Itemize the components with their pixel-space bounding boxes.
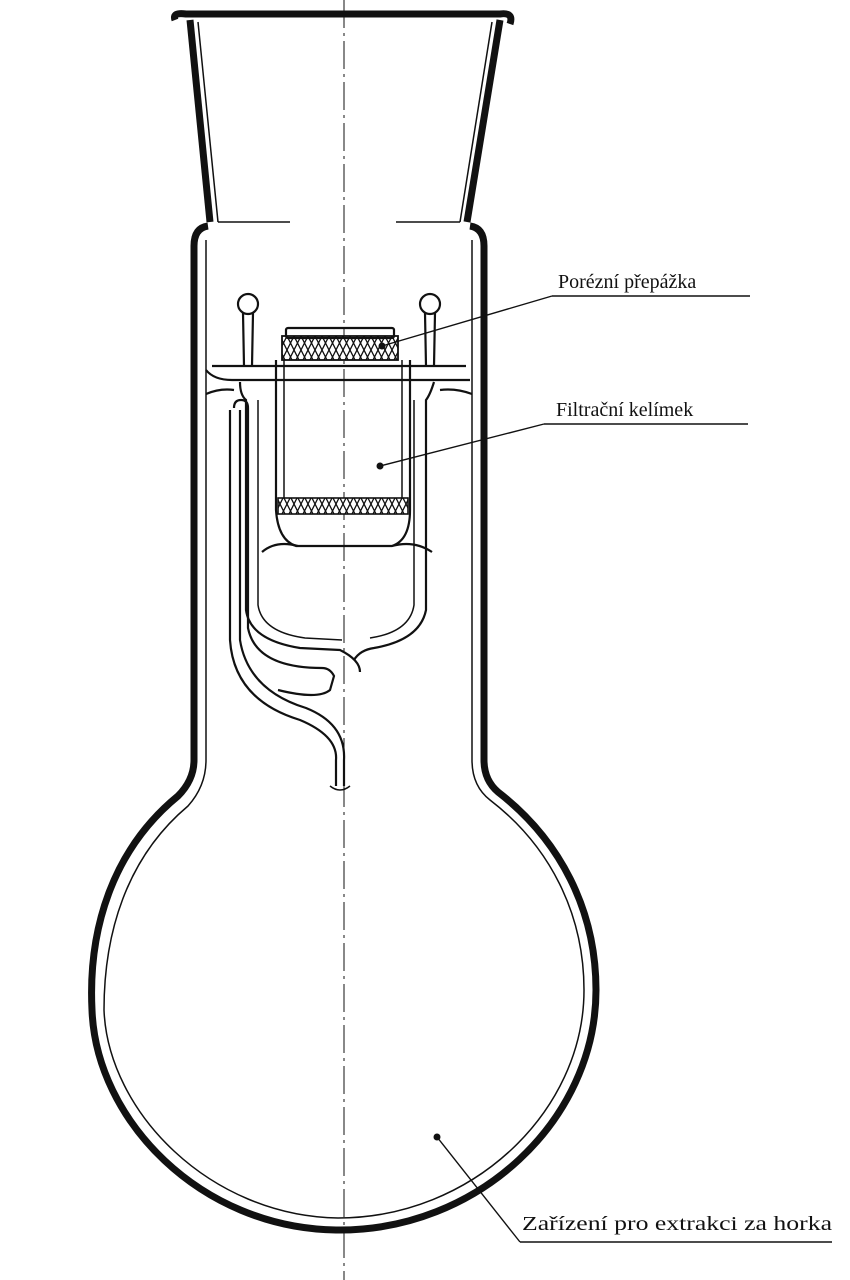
porous-frit-top: [281, 335, 399, 361]
filter-crucible: [261, 326, 433, 553]
leader-apparatus: [433, 1133, 832, 1243]
label-apparatus: Zařízení pro extrakci za horka: [522, 1213, 832, 1235]
porous-frit-bottom: [277, 497, 409, 515]
leader-porous-partition: [378, 295, 750, 350]
label-filter-crucible: Filtrační kelímek: [556, 399, 693, 421]
lifting-hooks: [236, 292, 442, 367]
label-porous-partition: Porézní přepážka: [558, 271, 696, 293]
leader-filter-crucible: [376, 423, 748, 470]
siphon-tube: [228, 398, 351, 791]
crucible-holder: [238, 381, 436, 673]
support-ledge: [205, 364, 473, 396]
funnel-neck: [171, 10, 515, 223]
flask-body: [88, 222, 600, 1234]
